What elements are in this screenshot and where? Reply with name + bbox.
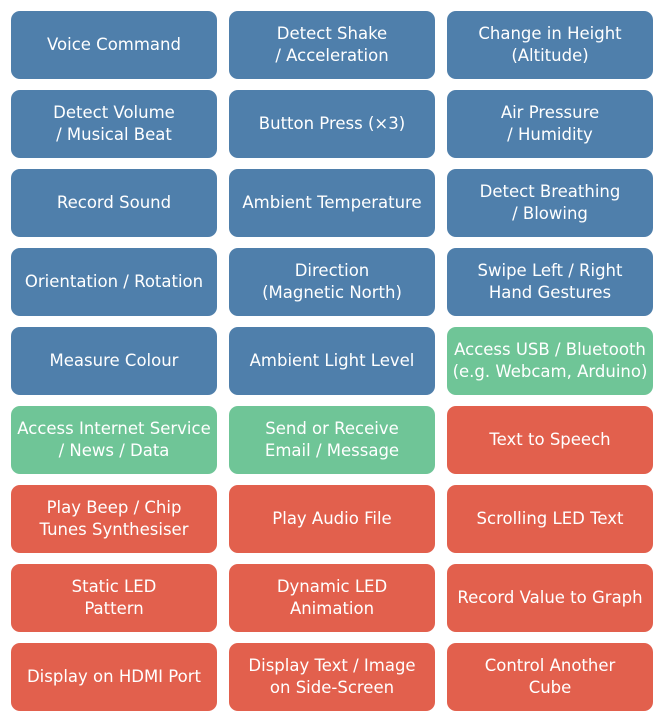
tile-label-line: Detect Breathing [479,182,621,201]
tile-label-line: / Acceleration [275,46,389,65]
tile-label-line: Play Beep / Chip [46,498,182,517]
tile-send-receive-email[interactable]: Send or Receive Email / Message [229,406,435,474]
tile-orientation-rotation[interactable]: Orientation / Rotation [11,248,217,316]
tile-measure-colour[interactable]: Measure Colour [11,327,217,395]
tile-label-line: Play Audio File [272,509,392,528]
tile-label-line: Control Another [484,656,616,675]
tile-label-line: (Altitude) [511,46,589,65]
tile-label-line: (Magnetic North) [262,283,402,302]
tile-detect-breathing[interactable]: Detect Breathing / Blowing [447,169,653,237]
tile-control-another-cube[interactable]: Control Another Cube [447,643,653,711]
tile-label-line: Access USB / Bluetooth [454,340,646,359]
tile-label-line: Measure Colour [49,351,179,370]
tile-label-line: Dynamic LED [276,577,388,596]
tile-label-line: Change in Height [478,24,622,43]
tile-label-line: Orientation / Rotation [24,272,204,291]
tile-label-line: Animation [289,599,375,618]
tile-label-line: Hand Gestures [488,283,612,302]
tile-label-line: Text to Speech [489,430,611,449]
tile-label-line: Email / Message [264,441,400,460]
tile-label-line: Ambient Light Level [249,351,415,370]
tile-label-line: Access Internet Service [17,419,211,438]
tile-label-line: Record Sound [56,193,172,212]
tile-dynamic-led-animation[interactable]: Dynamic LED Animation [229,564,435,632]
tile-detect-volume[interactable]: Detect Volume / Musical Beat [11,90,217,158]
tile-label-line: Tunes Synthesiser [39,520,189,539]
tile-label-line: / News / Data [58,441,170,460]
tile-play-beep[interactable]: Play Beep / Chip Tunes Synthesiser [11,485,217,553]
tile-scrolling-led-text[interactable]: Scrolling LED Text [447,485,653,553]
tile-record-value-graph[interactable]: Record Value to Graph [447,564,653,632]
tile-access-usb-bluetooth[interactable]: Access USB / Bluetooth (e.g. Webcam, Ard… [447,327,653,395]
tile-ambient-light[interactable]: Ambient Light Level [229,327,435,395]
tile-change-in-height[interactable]: Change in Height (Altitude) [447,11,653,79]
tile-voice-command[interactable]: Voice Command [11,11,217,79]
tile-record-sound[interactable]: Record Sound [11,169,217,237]
tile-label-line: Button Press (×3) [258,114,406,133]
tile-label-line: Static LED [71,577,157,596]
tile-play-audio-file[interactable]: Play Audio File [229,485,435,553]
tile-label-line: Pattern [84,599,144,618]
tile-display-side-screen[interactable]: Display Text / Image on Side-Screen [229,643,435,711]
tile-text-to-speech[interactable]: Text to Speech [447,406,653,474]
tile-label-line: (e.g. Webcam, Arduino) [452,362,648,381]
tile-label-line: / Blowing [512,204,588,223]
capability-grid: Voice Command Detect Shake / Acceleratio… [11,11,654,711]
tile-label-line: on Side-Screen [269,678,395,697]
tile-label-line: Ambient Temperature [242,193,422,212]
tile-access-internet[interactable]: Access Internet Service / News / Data [11,406,217,474]
tile-ambient-temperature[interactable]: Ambient Temperature [229,169,435,237]
tile-button-press[interactable]: Button Press (×3) [229,90,435,158]
tile-detect-shake[interactable]: Detect Shake / Acceleration [229,11,435,79]
tile-label-line: Display on HDMI Port [26,667,202,686]
tile-label-line: / Humidity [507,125,593,144]
tile-label-line: Detect Shake [276,24,388,43]
tile-label-line: Scrolling LED Text [476,509,624,528]
tile-label-line: Send or Receive [265,419,399,438]
tile-label-line: Detect Volume [53,103,175,122]
tile-label-line: Display Text / Image [248,656,416,675]
tile-label-line: Swipe Left / Right [477,261,623,280]
tile-label-line: Record Value to Graph [457,588,643,607]
tile-label-line: Direction [294,261,370,280]
tile-label-line: Cube [528,678,572,697]
tile-direction[interactable]: Direction (Magnetic North) [229,248,435,316]
tile-label-line: Air Pressure [500,103,600,122]
tile-swipe-gestures[interactable]: Swipe Left / Right Hand Gestures [447,248,653,316]
tile-air-pressure[interactable]: Air Pressure / Humidity [447,90,653,158]
tile-label-line: / Musical Beat [56,125,172,144]
tile-label-line: Voice Command [47,35,181,54]
tile-display-hdmi[interactable]: Display on HDMI Port [11,643,217,711]
tile-static-led-pattern[interactable]: Static LED Pattern [11,564,217,632]
